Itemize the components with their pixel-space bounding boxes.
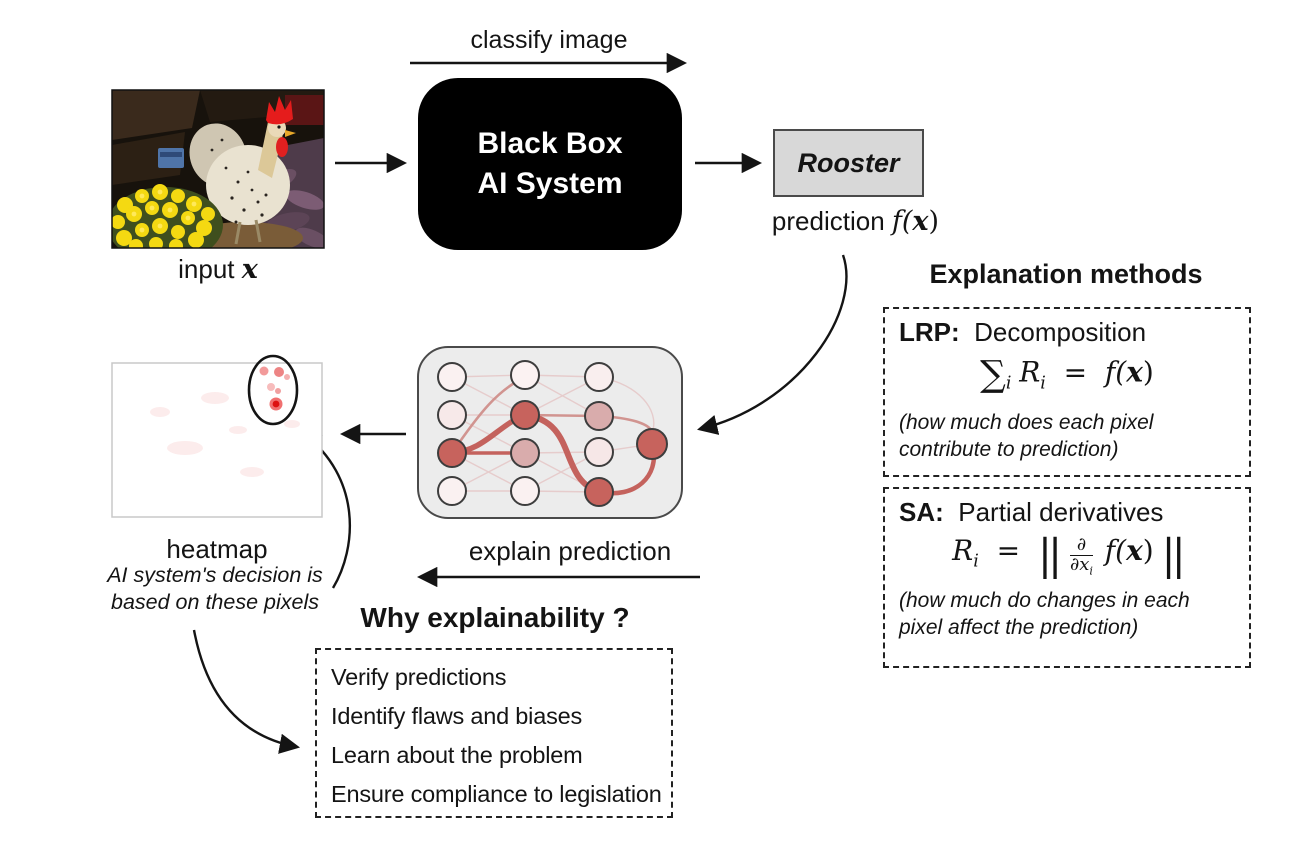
prediction-caption-text: prediction [771, 206, 885, 236]
relevance-subscript: i [1040, 373, 1046, 394]
lrp-method: Decomposition [974, 317, 1147, 347]
sa-note-line2: pixel affect the prediction) [899, 616, 1139, 640]
input-caption-text: input [178, 254, 235, 284]
network-node [437, 438, 467, 468]
network-node [437, 400, 467, 430]
input-variable: x [241, 254, 258, 285]
network-node [510, 438, 540, 468]
neural-network [417, 346, 683, 519]
lrp-panel: LRP: Decomposition ∑i Ri = f(x) (how muc… [883, 307, 1251, 477]
network-node [510, 476, 540, 506]
why-item: Learn about the problem [331, 742, 583, 768]
close-paren: ) [1142, 534, 1154, 567]
heatmap-highlight-ellipse [247, 354, 299, 426]
close-paren: ) [1142, 355, 1154, 389]
lrp-note: (how much does each pixel contribute to … [899, 409, 1235, 463]
black-box-line2: AI System [477, 167, 623, 200]
input-photo-rooster [112, 90, 324, 248]
function-f: f( [1104, 534, 1127, 567]
network-node [584, 362, 614, 392]
sa-method: Partial derivatives [958, 497, 1164, 527]
sa-note: (how much do changes in each pixel affec… [899, 587, 1235, 641]
sa-note-line1: (how much do changes in each [899, 589, 1190, 613]
heatmap-note-line1: AI system's decision is [107, 563, 323, 587]
prediction-x: x [912, 206, 929, 237]
network-node [437, 476, 467, 506]
partial-denominator-sub: i [1089, 564, 1093, 578]
sum-symbol: ∑ [980, 354, 1006, 395]
network-node [584, 477, 614, 507]
sa-title: SA: Partial derivatives [899, 497, 1235, 528]
lrp-title: LRP: Decomposition [899, 317, 1235, 348]
sensitivity-subscript: i [973, 551, 979, 572]
heatmap-note-line2: based on these pixels [111, 590, 319, 614]
heatmap-image [111, 354, 323, 518]
classify-arrow-label: classify image [470, 26, 628, 54]
partial-denominator: ∂x [1069, 553, 1090, 575]
equals-sign: = [1063, 355, 1088, 389]
heatmap-caption: heatmap [166, 534, 268, 564]
lrp-name: LRP: [899, 317, 960, 347]
function-f: f( [1104, 355, 1127, 389]
input-var-x: x [1126, 355, 1143, 389]
sensitivity-symbol: R [952, 534, 974, 567]
explain-prediction-label: explain prediction [468, 536, 672, 566]
prediction-f: f( [891, 206, 913, 237]
sum-subscript: i [1005, 373, 1012, 394]
network-node [510, 400, 540, 430]
sa-formula: Ri = || ∂∂xi f(x) || [899, 534, 1235, 577]
heatmap-evidence-pixels [259, 366, 290, 411]
lrp-formula: ∑i Ri = f(x) [899, 354, 1235, 395]
sa-panel: SA: Partial derivatives Ri = || ∂∂xi f(x… [883, 487, 1251, 668]
input-photo-border [111, 89, 325, 249]
lrp-note-line2: contribute to prediction) [899, 438, 1119, 461]
partial-numerator: ∂ [1069, 535, 1093, 556]
network-node [636, 428, 668, 460]
why-item: Ensure compliance to legislation [331, 781, 662, 807]
prediction-class-box: Rooster [773, 129, 924, 197]
black-box-ai-system: Black Box AI System [418, 78, 682, 250]
explanation-methods-heading: Explanation methods [929, 259, 1203, 289]
network-nodes [437, 360, 668, 507]
relevance-symbol: R [1019, 355, 1041, 389]
input-caption: input x [112, 254, 324, 285]
network-node [584, 401, 614, 431]
heatmap-note: AI system's decision is based on these p… [90, 562, 340, 616]
sa-name: SA: [899, 497, 944, 527]
black-box-line1: Black Box [477, 127, 623, 160]
network-node [510, 360, 540, 390]
network-node [584, 437, 614, 467]
network-node [437, 362, 467, 392]
partial-derivative-fraction: ∂∂xi [1069, 535, 1093, 578]
lrp-note-line1: (how much does each pixel [899, 411, 1154, 434]
prediction-to-network-arrow [697, 254, 848, 435]
norm-bars-right: || [1161, 530, 1186, 580]
prediction-caption: prediction f(x) [748, 206, 963, 237]
why-item: Verify predictions [331, 664, 507, 690]
norm-bars-left: || [1037, 530, 1062, 580]
input-var-x: x [1126, 534, 1143, 567]
why-item: Identify flaws and biases [331, 703, 583, 729]
why-explainability-heading: Why explainability ? [360, 602, 630, 633]
equals-sign: = [996, 534, 1021, 567]
why-explainability-panel: Verify predictions Identify flaws and bi… [315, 648, 673, 818]
heatmap-to-why-arrow [192, 629, 301, 754]
prediction-paren: ) [928, 206, 940, 237]
